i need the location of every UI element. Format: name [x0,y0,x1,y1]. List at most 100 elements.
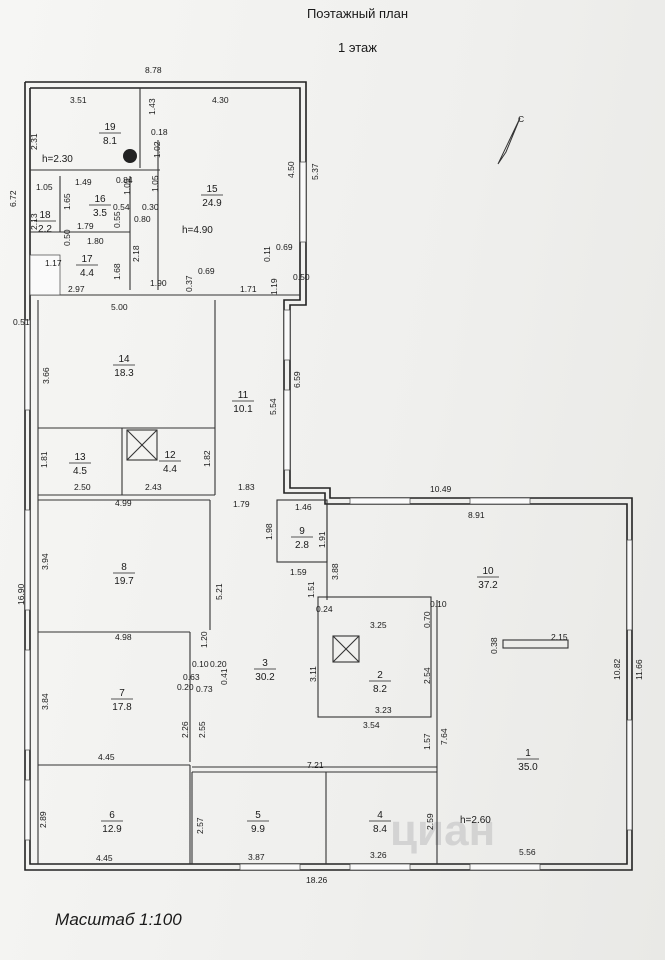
dimension-label: 3.88 [330,563,340,580]
room-area: 8.4 [373,824,387,835]
room-number: 15 [206,184,218,195]
dimension-label: 1.51 [306,581,316,598]
compass-label: С [518,114,524,124]
dimension-label: 0.37 [184,275,194,292]
dimension-label: 3.11 [308,666,318,682]
dimension-label: 3.23 [375,705,392,715]
room-number: 1 [525,748,531,759]
dimension-label: 0.11 [262,246,272,262]
room-number: 13 [74,452,86,463]
dimension-label: 5.00 [111,302,128,312]
dimension-label: 1.43 [147,98,157,115]
dimension-label: 0.10 [192,659,209,669]
dimension-label: 1.46 [295,502,312,512]
room-number: 12 [164,450,176,461]
dimension-label: 2.54 [422,667,432,684]
room-area: 17.8 [112,702,132,713]
dimension-label: 0.69 [198,266,215,276]
dimension-label: 3.26 [370,850,387,860]
outer-wall [24,81,633,871]
room-area: 37.2 [478,580,498,591]
dimension-label: 3.54 [363,720,380,730]
floor-label: 1 этаж [338,40,377,55]
room-area: 2.8 [295,540,309,551]
dimension-label: 1.02 [152,141,162,158]
dimension-label: 1.05 [36,182,53,192]
dimension-label: 2.55 [197,721,207,738]
room-area: 12.9 [102,824,122,835]
dimension-label: 3.87 [248,852,265,862]
dimension-label: 10.49 [430,484,452,494]
room-number: 11 [238,390,249,401]
dimension-label: 0.73 [196,684,213,694]
dimension-label: 1.17 [45,258,62,268]
dimension-label: 8.91 [468,510,485,520]
dimension-label: 2.59 [425,813,435,830]
room-number: 7 [119,688,125,699]
dimension-label: 1.71 [240,284,257,294]
room-number: 6 [109,810,115,821]
dimension-label: 1.82 [202,450,212,467]
dimension-label: 2.97 [68,284,85,294]
dimension-label: 1.57 [422,733,432,750]
room-area: 30.2 [255,672,275,683]
room-area: 19.7 [114,576,134,587]
dimension-label: 3.66 [41,367,51,384]
room-number: 10 [482,566,494,577]
dimension-label: 1.91 [317,531,327,548]
dimension-label: 4.98 [115,632,132,642]
dimension-label: 5.21 [214,583,224,600]
dimension-label: 2.18 [131,245,141,262]
dimension-label: 3.84 [40,693,50,710]
room-number: 3 [262,658,268,669]
dimension-label: 11.66 [634,659,644,680]
dimension-label: 1.49 [75,177,92,187]
dimension-label: 1.20 [199,631,209,648]
dimension-label: 7.21 [307,760,324,770]
room-number: 14 [118,354,130,365]
ceiling-height-label: h=4.90 [182,225,213,236]
room-area: 8.2 [373,684,387,695]
dimension-label: 4.30 [212,95,229,105]
room-area: 4.5 [73,466,87,477]
room-area: 24.9 [202,198,222,209]
dimension-label: 1.90 [150,278,167,288]
dimension-label: 0.18 [151,127,168,137]
room-number: 18 [39,210,51,221]
dimension-label: 0.84 [116,175,133,185]
dimension-label: 8.78 [145,65,162,75]
room-number: 4 [377,810,383,821]
dimension-label: 0.38 [489,637,499,654]
room-area: 4.4 [163,464,177,475]
dimension-label: 2.13 [29,213,39,230]
room-area: 9.9 [251,824,265,835]
room-number: 5 [255,810,261,821]
watermark-text: циан [390,806,495,855]
dimension-label: 2.57 [195,817,205,834]
dimension-label: 0.63 [183,672,200,682]
dimension-label: 0.55 [112,211,122,228]
dimension-label: 2.15 [551,632,568,642]
scale-label: Масштаб 1:100 [55,910,182,929]
dimension-label: 1.65 [62,193,72,210]
dimension-label: 0.20 [210,659,227,669]
dimension-label: 1.59 [290,567,307,577]
ceiling-height-label: h=2.30 [42,154,73,165]
dimension-label: 18.26 [306,875,328,885]
dimension-label: 5.37 [310,163,320,180]
room-number: 2 [377,670,383,681]
dimension-label: 3.51 [70,95,87,105]
dimension-label: 3.94 [40,553,50,570]
dimension-label: 10.82 [612,658,622,680]
ceiling-height-label: h=2.60 [460,815,491,826]
dimension-label: 0.51 [13,317,30,327]
dimension-label: 0.80 [134,214,151,224]
room-area: 4.4 [80,268,94,279]
room-number: 8 [121,562,127,573]
dimension-label: 2.50 [74,482,91,492]
plan-title: Поэтажный план [306,6,409,21]
dimension-label: 4.45 [96,853,113,863]
dimension-label: 1.05 [122,178,132,195]
dimension-label: 0.20 [177,682,194,692]
